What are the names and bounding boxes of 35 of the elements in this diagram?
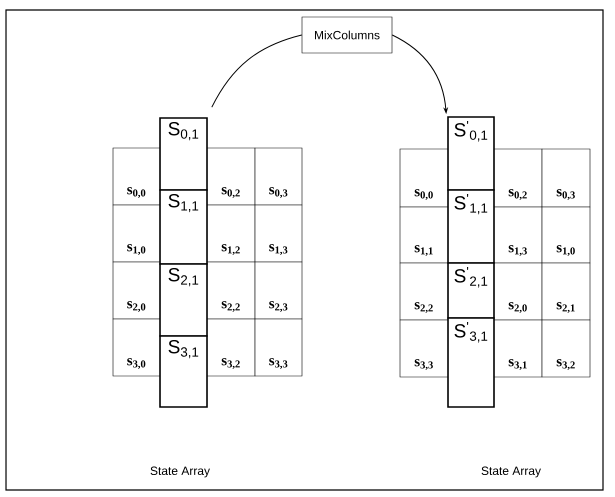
- state-cell: s$_{2,3}$: [254, 262, 302, 320]
- state-column-cell: S$_{1,1}$: [159, 189, 208, 265]
- state-cell: s$_{0,0}$: [112, 148, 160, 206]
- state-cell: s$_{2,0}$: [494, 262, 542, 320]
- state-column-cell: S$_{3,1}$: [159, 335, 208, 408]
- state-column-cell: S$_{0,1}$: [159, 117, 208, 191]
- state-column-cell: S$^{'}$1,1: [447, 189, 495, 264]
- state-cell: s$_{3,2}$: [206, 318, 256, 376]
- state-column-cell: S$^{'}$3,1: [447, 317, 495, 408]
- caption: State Array: [482, 466, 541, 478]
- state-cell: s$_{3,0}$: [112, 318, 160, 376]
- state-cell: s$_{2,2}$: [206, 262, 256, 320]
- state-column-cell: S$_{2,1}$: [159, 263, 208, 337]
- state-cell: s$_{0,0}$: [400, 148, 448, 208]
- state-cell: s$_{1,0}$: [112, 204, 160, 262]
- caption: State Array: [150, 466, 210, 478]
- state-column-cell: S$^{'}$0,1: [447, 116, 495, 191]
- state-cell: s$_{0,3}$: [542, 148, 590, 208]
- state-cell: s$_{1,3}$: [494, 206, 542, 264]
- state-cell: s$_{1,2}$: [206, 204, 256, 262]
- state-cell: s$_{3,2}$: [542, 320, 590, 378]
- state-cell: s$_{0,2}$: [494, 148, 542, 208]
- state-cell: s$_{3,3}$: [254, 318, 302, 376]
- state-cell: s$_{2,1}$: [542, 262, 590, 320]
- state-cell: s$_{1,0}$: [542, 206, 590, 264]
- state-cell: s$_{1,3}$: [254, 204, 302, 262]
- state-cell: s$_{2,0}$: [112, 262, 160, 320]
- state-cell: s$_{1,1}$: [400, 206, 448, 264]
- process-box: MixColumns: [302, 16, 392, 54]
- state-cell: s$_{0,2}$: [206, 148, 256, 206]
- state-cell: s$_{3,1}$: [494, 320, 542, 378]
- state-column-cell: S$^{'}$2,1: [447, 262, 495, 319]
- state-cell: s$_{0,3}$: [254, 148, 302, 206]
- state-cell: s$_{2,2}$: [400, 262, 448, 320]
- state-cell: s$_{3,3}$: [400, 320, 448, 378]
